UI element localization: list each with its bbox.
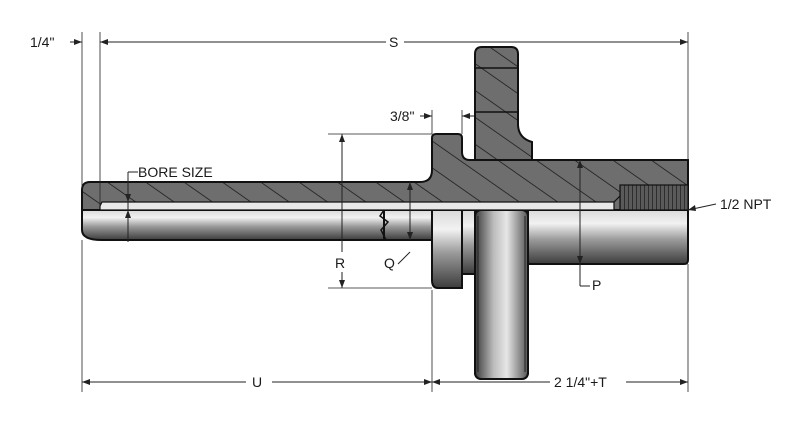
body-section-upper <box>81 133 689 241</box>
label-root-diameter: R <box>335 255 345 271</box>
label-tip-diameter: Q <box>384 255 395 271</box>
labels: 1/4" S 3/8" BORE SIZE 1/2 NPT R Q P U 2 … <box>30 34 772 390</box>
label-bore-size: BORE SIZE <box>138 164 213 180</box>
label-collar-width: 3/8" <box>390 108 414 124</box>
body-lower-half <box>81 209 689 380</box>
label-head-diameter: P <box>592 277 601 293</box>
label-insertion-length: U <box>252 374 262 390</box>
dimension-lines <box>70 32 717 392</box>
label-thread: 1/2 NPT <box>720 196 772 212</box>
label-head-length: 2 1/4"+T <box>554 374 607 390</box>
label-top-offset: 1/4" <box>30 34 54 50</box>
label-overall-length: S <box>389 34 398 50</box>
